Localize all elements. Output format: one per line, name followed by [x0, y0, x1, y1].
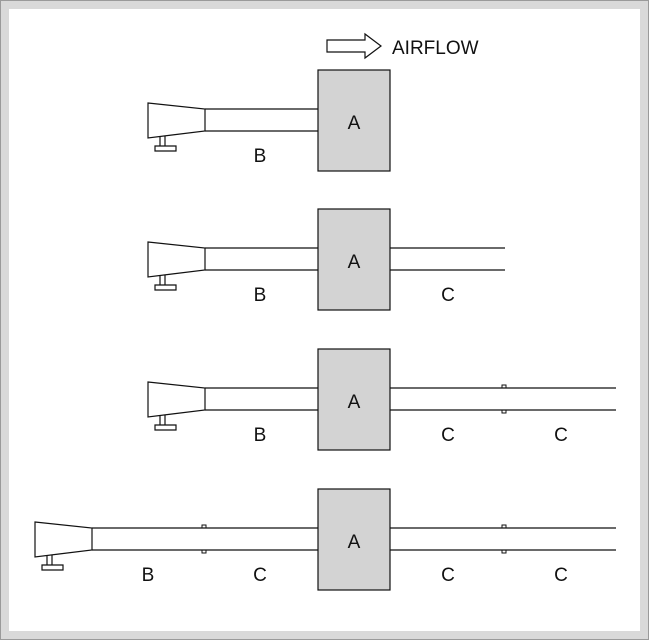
inlet-duct-label: B	[254, 425, 267, 446]
airflow-label: AIRFLOW	[392, 38, 479, 59]
unit-box	[317, 348, 391, 451]
blower-nozzle	[34, 521, 93, 558]
outlet-duct-label: C	[441, 285, 455, 306]
inlet-duct-label: B	[142, 565, 155, 586]
outlet-duct-label: C	[441, 425, 455, 446]
blower-stand	[41, 555, 64, 571]
unit-label: A	[348, 392, 361, 413]
inlet-duct	[92, 527, 318, 551]
unit-box	[317, 488, 391, 591]
configuration-1: A B	[147, 69, 391, 172]
blower-stand	[154, 275, 177, 291]
unit-box	[317, 208, 391, 311]
blower-nozzle	[147, 241, 206, 278]
outlet-duct-label: C	[441, 565, 455, 586]
configuration-3: A B C C	[147, 348, 616, 451]
airflow-legend: AIRFLOW	[326, 32, 479, 60]
outlet-duct	[390, 527, 616, 551]
unit-label: A	[348, 532, 361, 553]
duct-coupling	[501, 384, 507, 414]
outlet-duct-label: C	[554, 425, 568, 446]
hollow-right-arrow-icon	[326, 32, 382, 60]
inlet-duct-label: B	[254, 285, 267, 306]
blower-nozzle	[147, 102, 206, 139]
outlet-duct	[390, 387, 616, 411]
blower-stand	[154, 415, 177, 431]
configuration-4: A B C C C	[34, 488, 616, 591]
unit-label: A	[348, 252, 361, 273]
inlet-duct	[205, 387, 318, 411]
blower-stand	[154, 136, 177, 152]
unit-label: A	[348, 113, 361, 134]
unit-box	[317, 69, 391, 172]
outlet-duct-label: C	[554, 565, 568, 586]
duct-coupling	[201, 524, 207, 554]
configuration-2: A B C	[147, 208, 505, 311]
outlet-duct	[390, 247, 505, 271]
outlet-duct-label: C	[253, 565, 267, 586]
inlet-duct	[205, 247, 318, 271]
inlet-duct	[205, 108, 318, 132]
blower-nozzle	[147, 381, 206, 418]
duct-coupling	[501, 524, 507, 554]
inlet-duct-label: B	[254, 146, 267, 167]
